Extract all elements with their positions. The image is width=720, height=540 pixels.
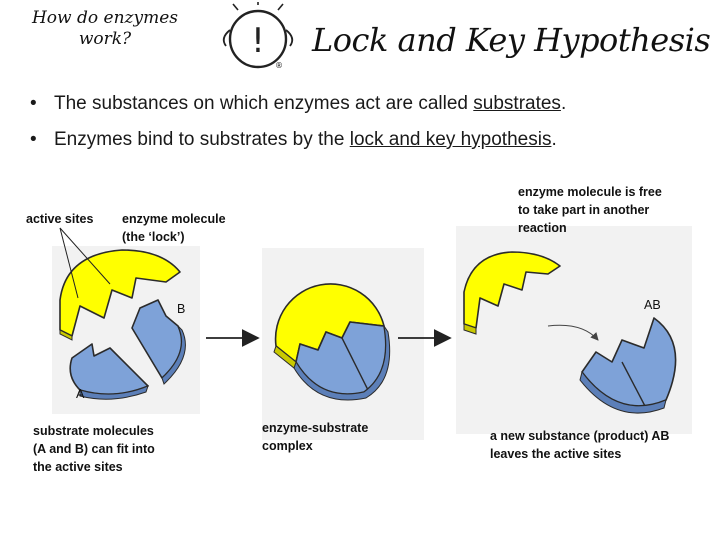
product-caption-line-2: leaves the active sites	[490, 447, 622, 461]
bullet-end: .	[551, 129, 557, 150]
enzyme-molecule-label: enzyme molecule (the ‘lock’)	[122, 210, 226, 246]
product-caption-line-1: a new substance (product) AB	[490, 429, 670, 443]
bullet-dot: •	[30, 129, 37, 150]
stage-1-substrate-a	[69, 343, 149, 400]
product-release-arrow	[547, 324, 599, 341]
complex-caption-line-2: complex	[262, 439, 313, 453]
bullet-text: The substances on which enzymes act are …	[54, 93, 474, 114]
active-site-pointer-1	[59, 227, 79, 299]
substrate-caption-line-3: the active sites	[33, 460, 123, 474]
page-title: Lock and Key Hypothesis	[312, 21, 711, 59]
exclamation-logo-icon: ! ®	[222, 2, 294, 70]
bullet-end: .	[560, 93, 567, 114]
stage-3-enzyme	[463, 251, 561, 335]
product-caption: a new substance (product) AB leaves the …	[490, 427, 669, 463]
enzyme-free-line-2: to take part in another	[518, 203, 650, 217]
substrate-b-label: B	[177, 302, 186, 316]
substrates-term: substrates	[473, 93, 561, 114]
stage-1-substrate-b	[131, 299, 186, 385]
enzyme-label-line-1: enzyme molecule	[122, 212, 226, 226]
bullet-dot: •	[30, 93, 37, 114]
stage-3-product-ab	[579, 317, 677, 414]
logo-glyph: !	[251, 21, 265, 61]
substrate-caption-line-2: (A and B) can fit into	[33, 442, 155, 456]
corner-heading-line-1: How do enzymes	[31, 8, 178, 28]
bullet-text: Enzymes bind to substrates by the	[54, 129, 350, 150]
logo-registered-mark: ®	[275, 61, 283, 70]
enzyme-label-line-2: (the ‘lock’)	[122, 230, 185, 244]
enzyme-free-label: enzyme molecule is free to take part in …	[518, 183, 662, 237]
stage-1-enzyme	[59, 249, 181, 341]
complex-caption-line-1: enzyme-substrate	[262, 421, 369, 435]
active-site-pointer-2	[59, 227, 111, 285]
bullet-substrates: • The substances on which enzymes act are…	[30, 92, 566, 116]
product-ab-label: AB	[644, 298, 661, 312]
substrate-a-label: A	[76, 387, 85, 401]
stage-2-complex	[273, 283, 391, 401]
enzyme-substrate-complex-caption: enzyme-substrate complex	[262, 419, 368, 455]
substrate-caption-line-1: substrate molecules	[33, 424, 154, 438]
corner-heading: How do enzymes work?	[10, 8, 200, 50]
enzyme-free-line-1: enzyme molecule is free	[518, 185, 662, 199]
substrate-molecules-caption: substrate molecules (A and B) can fit in…	[33, 422, 155, 476]
active-sites-label: active sites	[26, 212, 94, 226]
corner-heading-line-2: work?	[78, 29, 132, 49]
enzyme-free-line-3: reaction	[518, 221, 567, 235]
lock-and-key-term: lock and key hypothesis	[349, 129, 552, 150]
bullet-lock-and-key: • Enzymes bind to substrates by the lock …	[30, 128, 557, 152]
